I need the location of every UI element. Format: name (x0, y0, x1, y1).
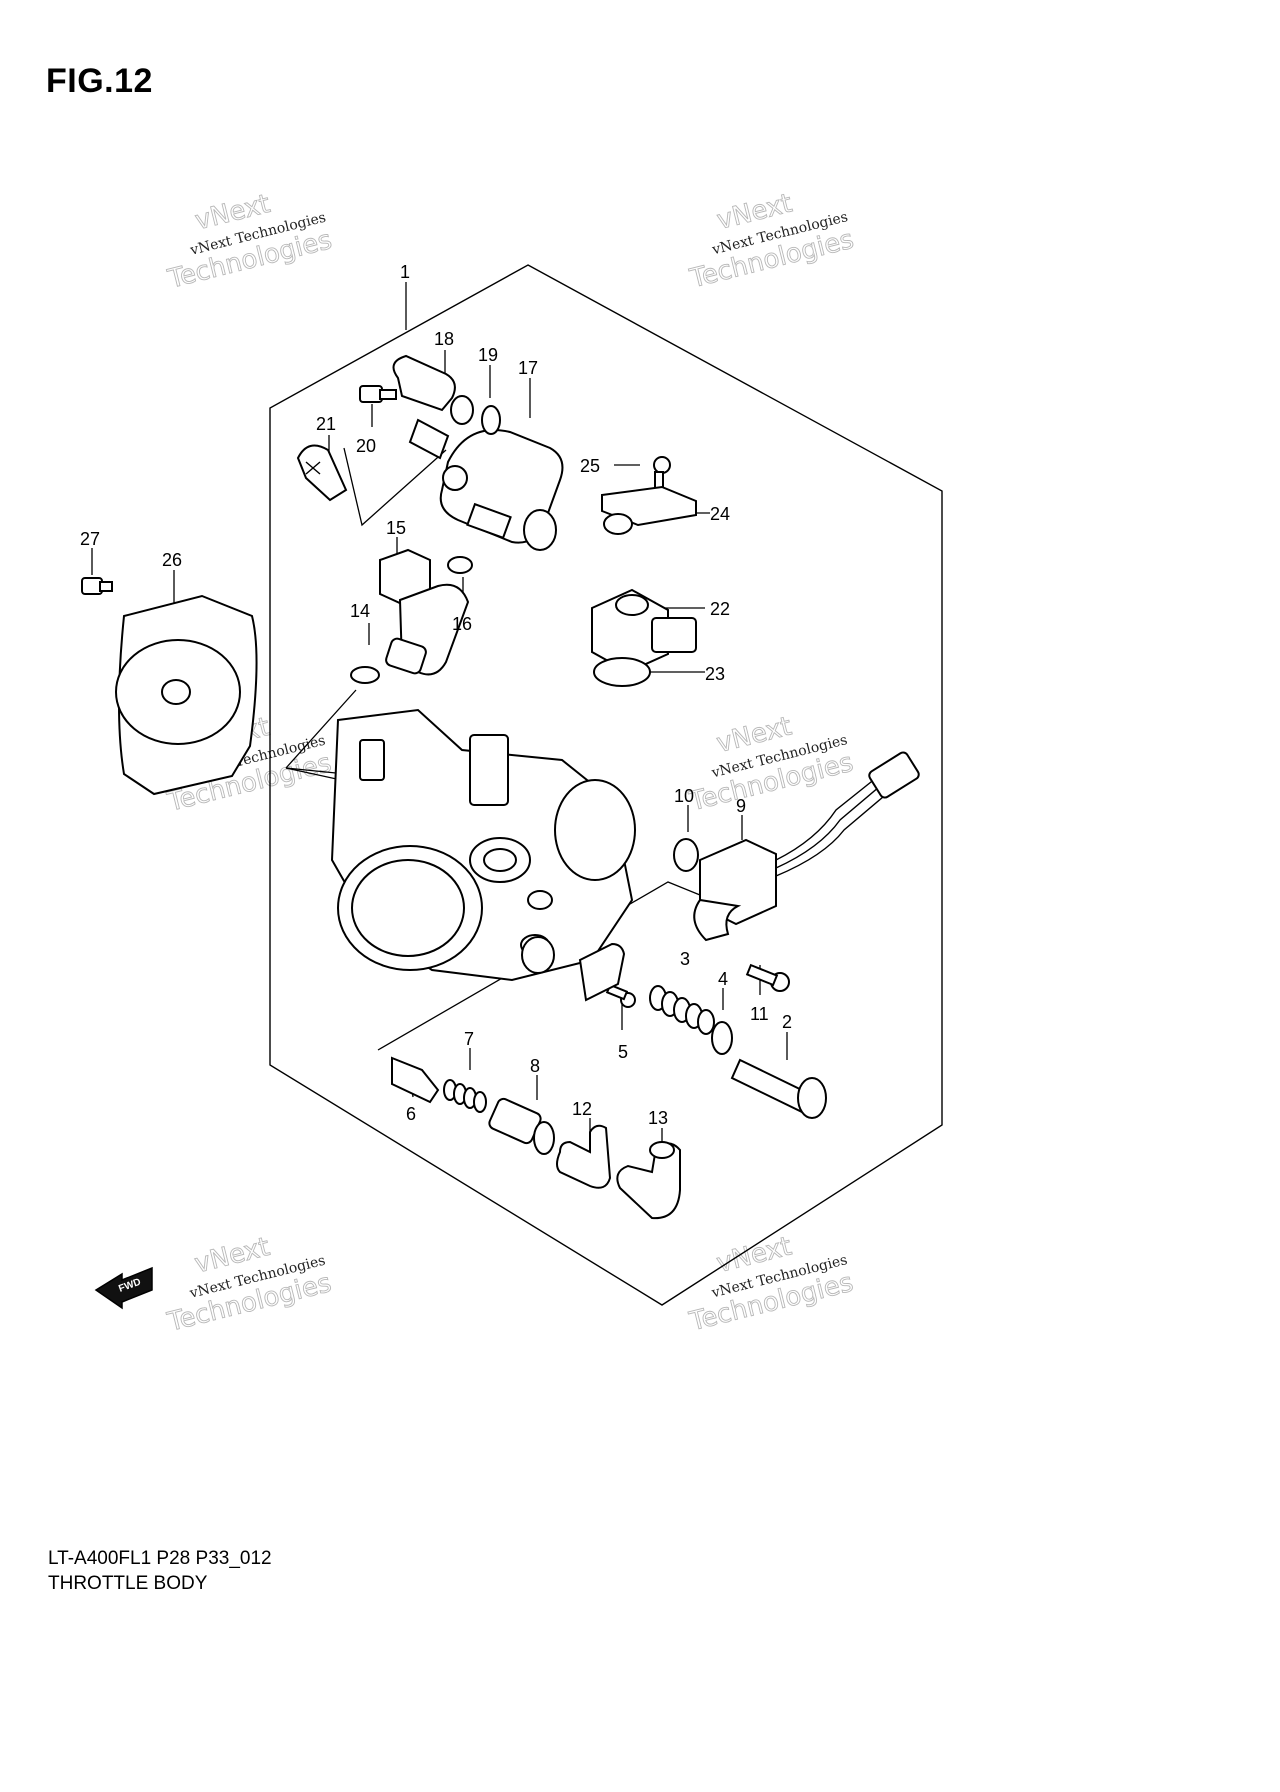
figure-title: FIG.12 (46, 62, 153, 100)
part-14-injector (350, 583, 470, 684)
part-21-cap (296, 444, 348, 502)
model-code: LT-A400FL1 P28 P33_012 (48, 1548, 272, 1569)
part-17-delivery-pipe (439, 429, 564, 551)
watermark-bottom-right: vNext vNext Technologies Technologies (686, 1231, 857, 1338)
callout-11: 11 (750, 1004, 769, 1024)
callout-22: 22 (710, 599, 730, 619)
callout-23: 23 (705, 664, 725, 684)
assembly-boundary (269, 264, 943, 1306)
part-7-spring (443, 1079, 487, 1113)
part-4-o-ring (711, 1021, 733, 1055)
watermark-top-right: vNext vNext Technologies Technologies (686, 188, 857, 295)
callout-21: 21 (316, 414, 336, 434)
callout-5: 5 (618, 1042, 628, 1062)
fwd-arrow-icon: FWD (94, 1266, 153, 1310)
callout-14: 14 (350, 601, 370, 621)
part-2-adjust-screw (730, 1058, 827, 1119)
watermark-bottom-left: vNext vNext Technologies Technologies (164, 1232, 335, 1339)
callout-26: 26 (162, 550, 182, 570)
part-16-o-ring (447, 556, 473, 574)
callout-6: 6 (406, 1104, 416, 1124)
part-6-plunger (391, 1056, 440, 1104)
part-9-throttle-position-sensor (693, 751, 920, 942)
callout-24: 24 (710, 504, 730, 524)
throttle-body (330, 708, 636, 982)
part-20-bolt (359, 385, 397, 403)
callout-1: 1 (400, 262, 410, 282)
callout-12: 12 (572, 1099, 592, 1119)
part-22-sensor (591, 588, 697, 674)
part-12-hose (556, 1124, 612, 1189)
callout-19: 19 (478, 345, 498, 365)
part-8-adjuster (488, 1097, 555, 1155)
callout-25: 25 (580, 456, 600, 476)
watermark-top-left: vNext vNext Technologies Technologies (164, 188, 335, 295)
watermark-mid-right: vNext vNext Technologies Technologies (686, 711, 857, 818)
part-24-bracket (601, 485, 697, 535)
callout-27: 27 (80, 529, 100, 549)
callout-3: 3 (680, 949, 690, 969)
part-10-o-ring (673, 838, 699, 872)
callout-13: 13 (648, 1108, 668, 1128)
callout-10: 10 (674, 786, 694, 806)
callout-8: 8 (530, 1056, 540, 1076)
callout-20: 20 (356, 436, 376, 456)
part-18-sensor-bracket (392, 354, 474, 460)
part-25-screw (653, 456, 671, 489)
callout-17: 17 (518, 358, 538, 378)
callout-16: 16 (452, 614, 472, 634)
part-27-bolt (81, 577, 113, 595)
part-13-elbow (616, 1141, 681, 1220)
part-3-spring (649, 985, 715, 1035)
part-19-o-ring (481, 405, 501, 435)
callout-9: 9 (736, 796, 746, 816)
part-26-cover (115, 594, 258, 796)
callout-4: 4 (718, 969, 728, 989)
callout-18: 18 (434, 329, 454, 349)
idle-sleeve (521, 936, 626, 1002)
callout-labels: 1 18 19 17 21 20 25 24 27 26 15 22 14 16… (80, 262, 792, 1128)
diagram-caption: THROTTLE BODY (48, 1573, 208, 1594)
callout-15: 15 (386, 518, 406, 538)
callout-7: 7 (464, 1029, 474, 1049)
part-11-screw (745, 963, 790, 992)
callout-2: 2 (782, 1012, 792, 1032)
part-23-o-ring (593, 657, 651, 687)
